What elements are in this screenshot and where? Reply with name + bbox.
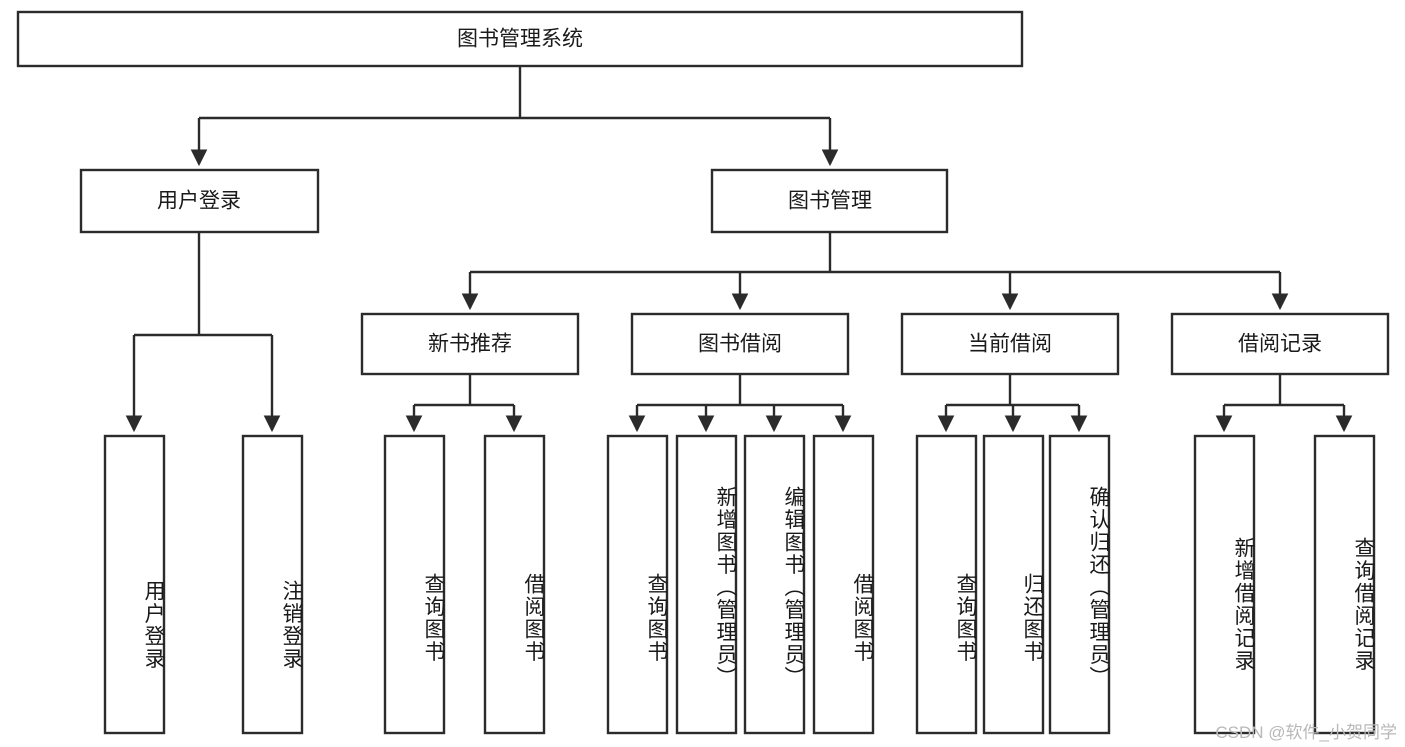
leaf-box-query-book-2[interactable]	[606, 434, 669, 735]
leaf-box-edit-book-admin[interactable]	[743, 434, 806, 735]
node-root-book-management-system[interactable]: 图书管理系统	[16, 10, 1024, 68]
node-current-borrow[interactable]: 当前借阅	[900, 312, 1120, 376]
node-user-login-label: 用户登录	[157, 190, 241, 213]
connector-root-to-level2	[190, 66, 839, 167]
leaf-box-borrow-book-2[interactable]	[812, 434, 875, 735]
leaf-box-borrow-book-1[interactable]	[483, 434, 546, 735]
node-new-book-recommend[interactable]: 新书推荐	[360, 312, 580, 376]
csdn-watermark: CSDN @软件_小贺同学	[1215, 723, 1397, 742]
node-borrow-record-label: 借阅记录	[1238, 333, 1322, 356]
connector-userlogin-to-leaves	[125, 232, 281, 433]
node-current-borrow-label: 当前借阅	[968, 333, 1052, 356]
leaf-box-add-book-admin[interactable]	[675, 434, 738, 735]
connector-newbook-to-leaves	[405, 374, 523, 433]
leaf-box-query-book-1[interactable]	[383, 434, 446, 735]
leaf-box-add-borrow-record[interactable]	[1193, 434, 1256, 735]
node-book-management-label: 图书管理	[788, 190, 872, 213]
leaf-box-confirm-return[interactable]	[1048, 434, 1111, 735]
connector-bookmgmt-to-level3	[461, 232, 1289, 311]
node-borrow-record[interactable]: 借阅记录	[1170, 312, 1390, 376]
node-book-borrow[interactable]: 图书借阅	[630, 312, 850, 376]
leaf-box-user-login[interactable]	[103, 434, 166, 735]
leaf-box-logout[interactable]	[241, 434, 304, 735]
connector-bookborrow-to-leaves	[628, 374, 852, 433]
node-root-label: 图书管理系统	[457, 28, 583, 51]
leaf-box-query-book-3[interactable]	[915, 434, 978, 735]
node-book-management[interactable]: 图书管理	[710, 168, 949, 234]
leaf-box-query-borrow-record[interactable]	[1313, 434, 1376, 735]
node-new-book-recommend-label: 新书推荐	[428, 333, 512, 356]
leaf-box-return-book[interactable]	[982, 434, 1045, 735]
node-book-borrow-label: 图书借阅	[698, 333, 782, 356]
node-user-login[interactable]: 用户登录	[79, 168, 320, 234]
connector-borrowrecord-to-leaves	[1215, 374, 1353, 433]
connector-currentborrow-to-leaves	[937, 374, 1088, 433]
